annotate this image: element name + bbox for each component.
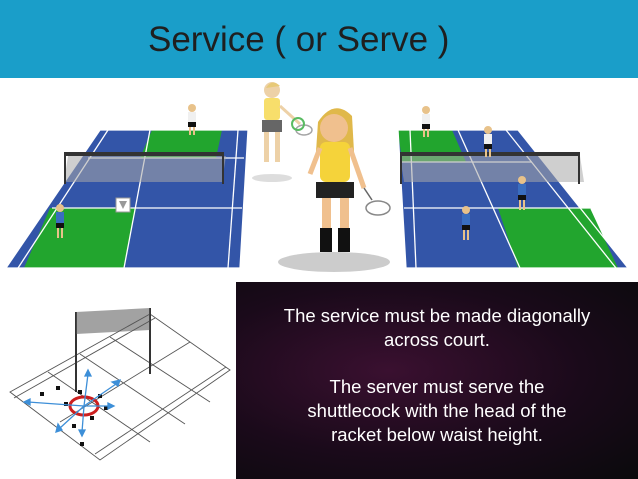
serving-player-figure bbox=[278, 108, 391, 272]
right-court bbox=[397, 129, 630, 269]
text-line: racket below waist height. bbox=[331, 424, 543, 445]
text-line: The service must be made diagonally bbox=[283, 305, 591, 326]
service-diagram bbox=[9, 308, 231, 461]
serving-player-figure-back bbox=[262, 82, 313, 162]
small-players bbox=[56, 104, 526, 240]
net bbox=[75, 308, 151, 392]
court-illustration bbox=[4, 82, 630, 272]
slide-title: Service ( or Serve ) bbox=[148, 20, 450, 59]
text-line: The server must serve the bbox=[329, 376, 545, 397]
rule-paragraph-waist-height: The server must serve the shuttlecock wi… bbox=[236, 375, 638, 447]
title-bar: Service ( or Serve ) bbox=[0, 0, 638, 78]
shuttle-icon bbox=[115, 197, 131, 213]
text-panel: The service must be made diagonally acro… bbox=[236, 282, 638, 479]
rule-paragraph-diagonal: The service must be made diagonally acro… bbox=[236, 304, 638, 352]
text-line: across court. bbox=[384, 329, 490, 350]
text-line: shuttlecock with the head of the bbox=[307, 400, 567, 421]
